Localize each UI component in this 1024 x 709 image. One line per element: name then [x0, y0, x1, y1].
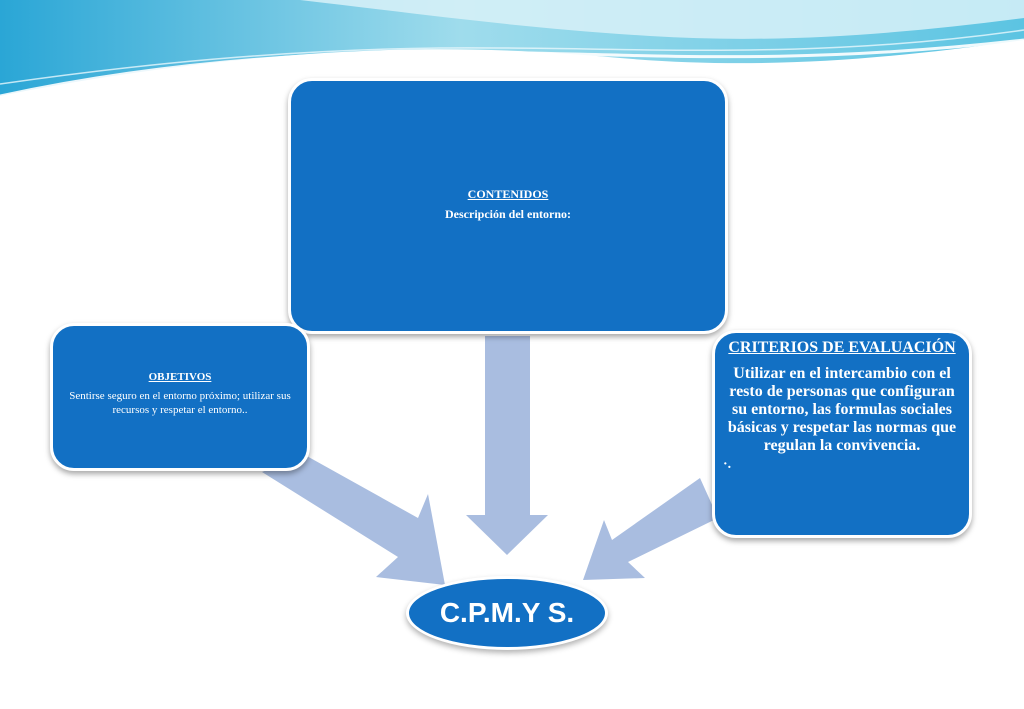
criterios-text: Utilizar en el intercambio con el resto … — [727, 365, 957, 454]
contenidos-box: CONTENIDOS Descripción del entorno: — [288, 78, 728, 334]
objetivos-text: Sentirse seguro en el entorno próximo; u… — [69, 390, 291, 416]
objetivos-box: OBJETIVOS Sentirse seguro en el entorno … — [50, 323, 310, 471]
arrow-down — [466, 336, 548, 555]
objetivos-heading: OBJETIVOS — [148, 371, 212, 383]
arrow-right-diagonal — [583, 478, 718, 580]
contenidos-heading: CONTENIDOS — [467, 187, 549, 201]
top-wave-light — [300, 0, 1024, 39]
top-wave-line-2 — [0, 29, 1024, 85]
criterios-heading: CRITERIOS DE EVALUACIÓN — [728, 339, 956, 356]
criterios-note: ·. — [723, 457, 732, 472]
criterios-box: CRITERIOS DE EVALUACIÓN Utilizar en el i… — [712, 330, 972, 538]
top-wave-line — [0, 38, 1024, 98]
contenidos-text: Descripción del entorno: — [445, 207, 571, 221]
center-ellipse: C.P.M.Y S. — [406, 576, 608, 650]
center-label: C.P.M.Y S. — [439, 597, 575, 628]
arrow-left-diagonal — [262, 455, 445, 585]
